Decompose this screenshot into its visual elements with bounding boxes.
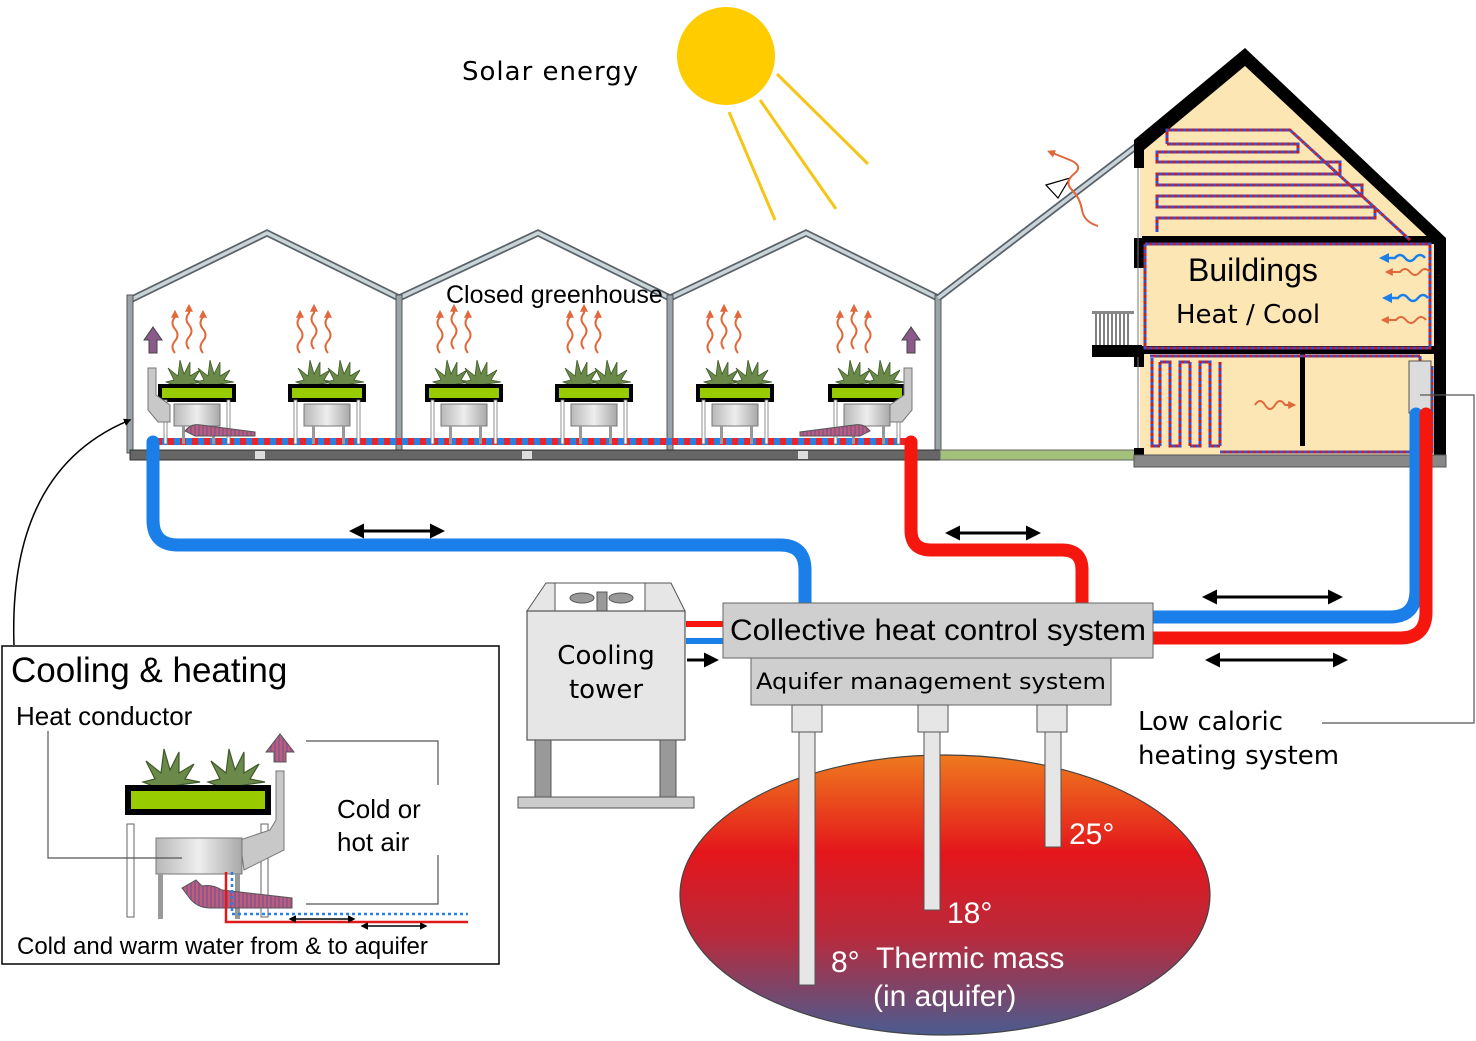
well-25-degrees [1044, 731, 1062, 848]
air-in-arrow-icon [181, 879, 293, 909]
heat-conductor-label: Heat conductor [16, 701, 193, 731]
closed-greenhouse-label: Closed greenhouse [446, 281, 663, 309]
cold-pipe-building [1143, 407, 1423, 624]
temp-8-label: 8° [831, 946, 860, 979]
fan-icon [569, 591, 634, 612]
air-up-arrow-icon [143, 326, 163, 354]
aquifer-wells [791, 704, 1068, 986]
aquifer-management-box [750, 657, 1112, 706]
floor-pipe [152, 438, 912, 445]
solar-energy-label: Solar energy [462, 57, 639, 87]
plant-bed [427, 360, 501, 444]
thermic-mass-label: Thermic mass [876, 942, 1064, 975]
warm-pipe-greenhouse [904, 435, 1089, 612]
well-18-degrees [923, 731, 941, 911]
low-caloric-label: heating system [1138, 741, 1339, 771]
temp-18-label: 18° [947, 897, 992, 930]
collective-heat-control-label: Collective heat control system [730, 614, 1146, 647]
plant-bed [290, 360, 364, 444]
temp-25-label: 25° [1069, 818, 1114, 851]
aquifer-management-label: Aquifer management system [756, 670, 1106, 695]
cold-hot-air-label: hot air [337, 827, 410, 857]
air-up-arrow-icon [901, 326, 921, 354]
collective-heat-control-box [722, 602, 1154, 659]
water-caption: Cold and warm water from & to aquifer [17, 933, 428, 960]
cold-pipe-greenhouse [146, 435, 812, 612]
sun-icon [677, 7, 870, 221]
plant-bed [698, 360, 772, 444]
heat-cool-label: Heat / Cool [1176, 300, 1320, 330]
cold-hot-air-label: Cold or [337, 794, 421, 824]
thermic-mass-label: (in aquifer) [873, 980, 1016, 1013]
plant-beds [160, 360, 904, 444]
cooling-tower-label: tower [569, 675, 643, 705]
cooling-tower [517, 582, 695, 809]
closed-greenhouse [126, 142, 1141, 461]
cooling-tower-label: Cooling [557, 641, 654, 671]
warm-pipe-building [1143, 407, 1433, 645]
well-8-degrees [798, 731, 816, 986]
air-up-arrow-icon [264, 733, 296, 763]
buildings-label: Buildings [1188, 252, 1318, 288]
heat-waves [173, 307, 871, 353]
pipe-network [146, 407, 1433, 645]
heat-conductor-icon [155, 837, 243, 875]
low-caloric-label: Low caloric [1138, 707, 1283, 737]
inset-title: Cooling & heating [11, 651, 287, 690]
callout-arrow-icon [12, 418, 132, 646]
plant-bed [557, 360, 631, 444]
cooling-heating-inset [1, 645, 500, 965]
